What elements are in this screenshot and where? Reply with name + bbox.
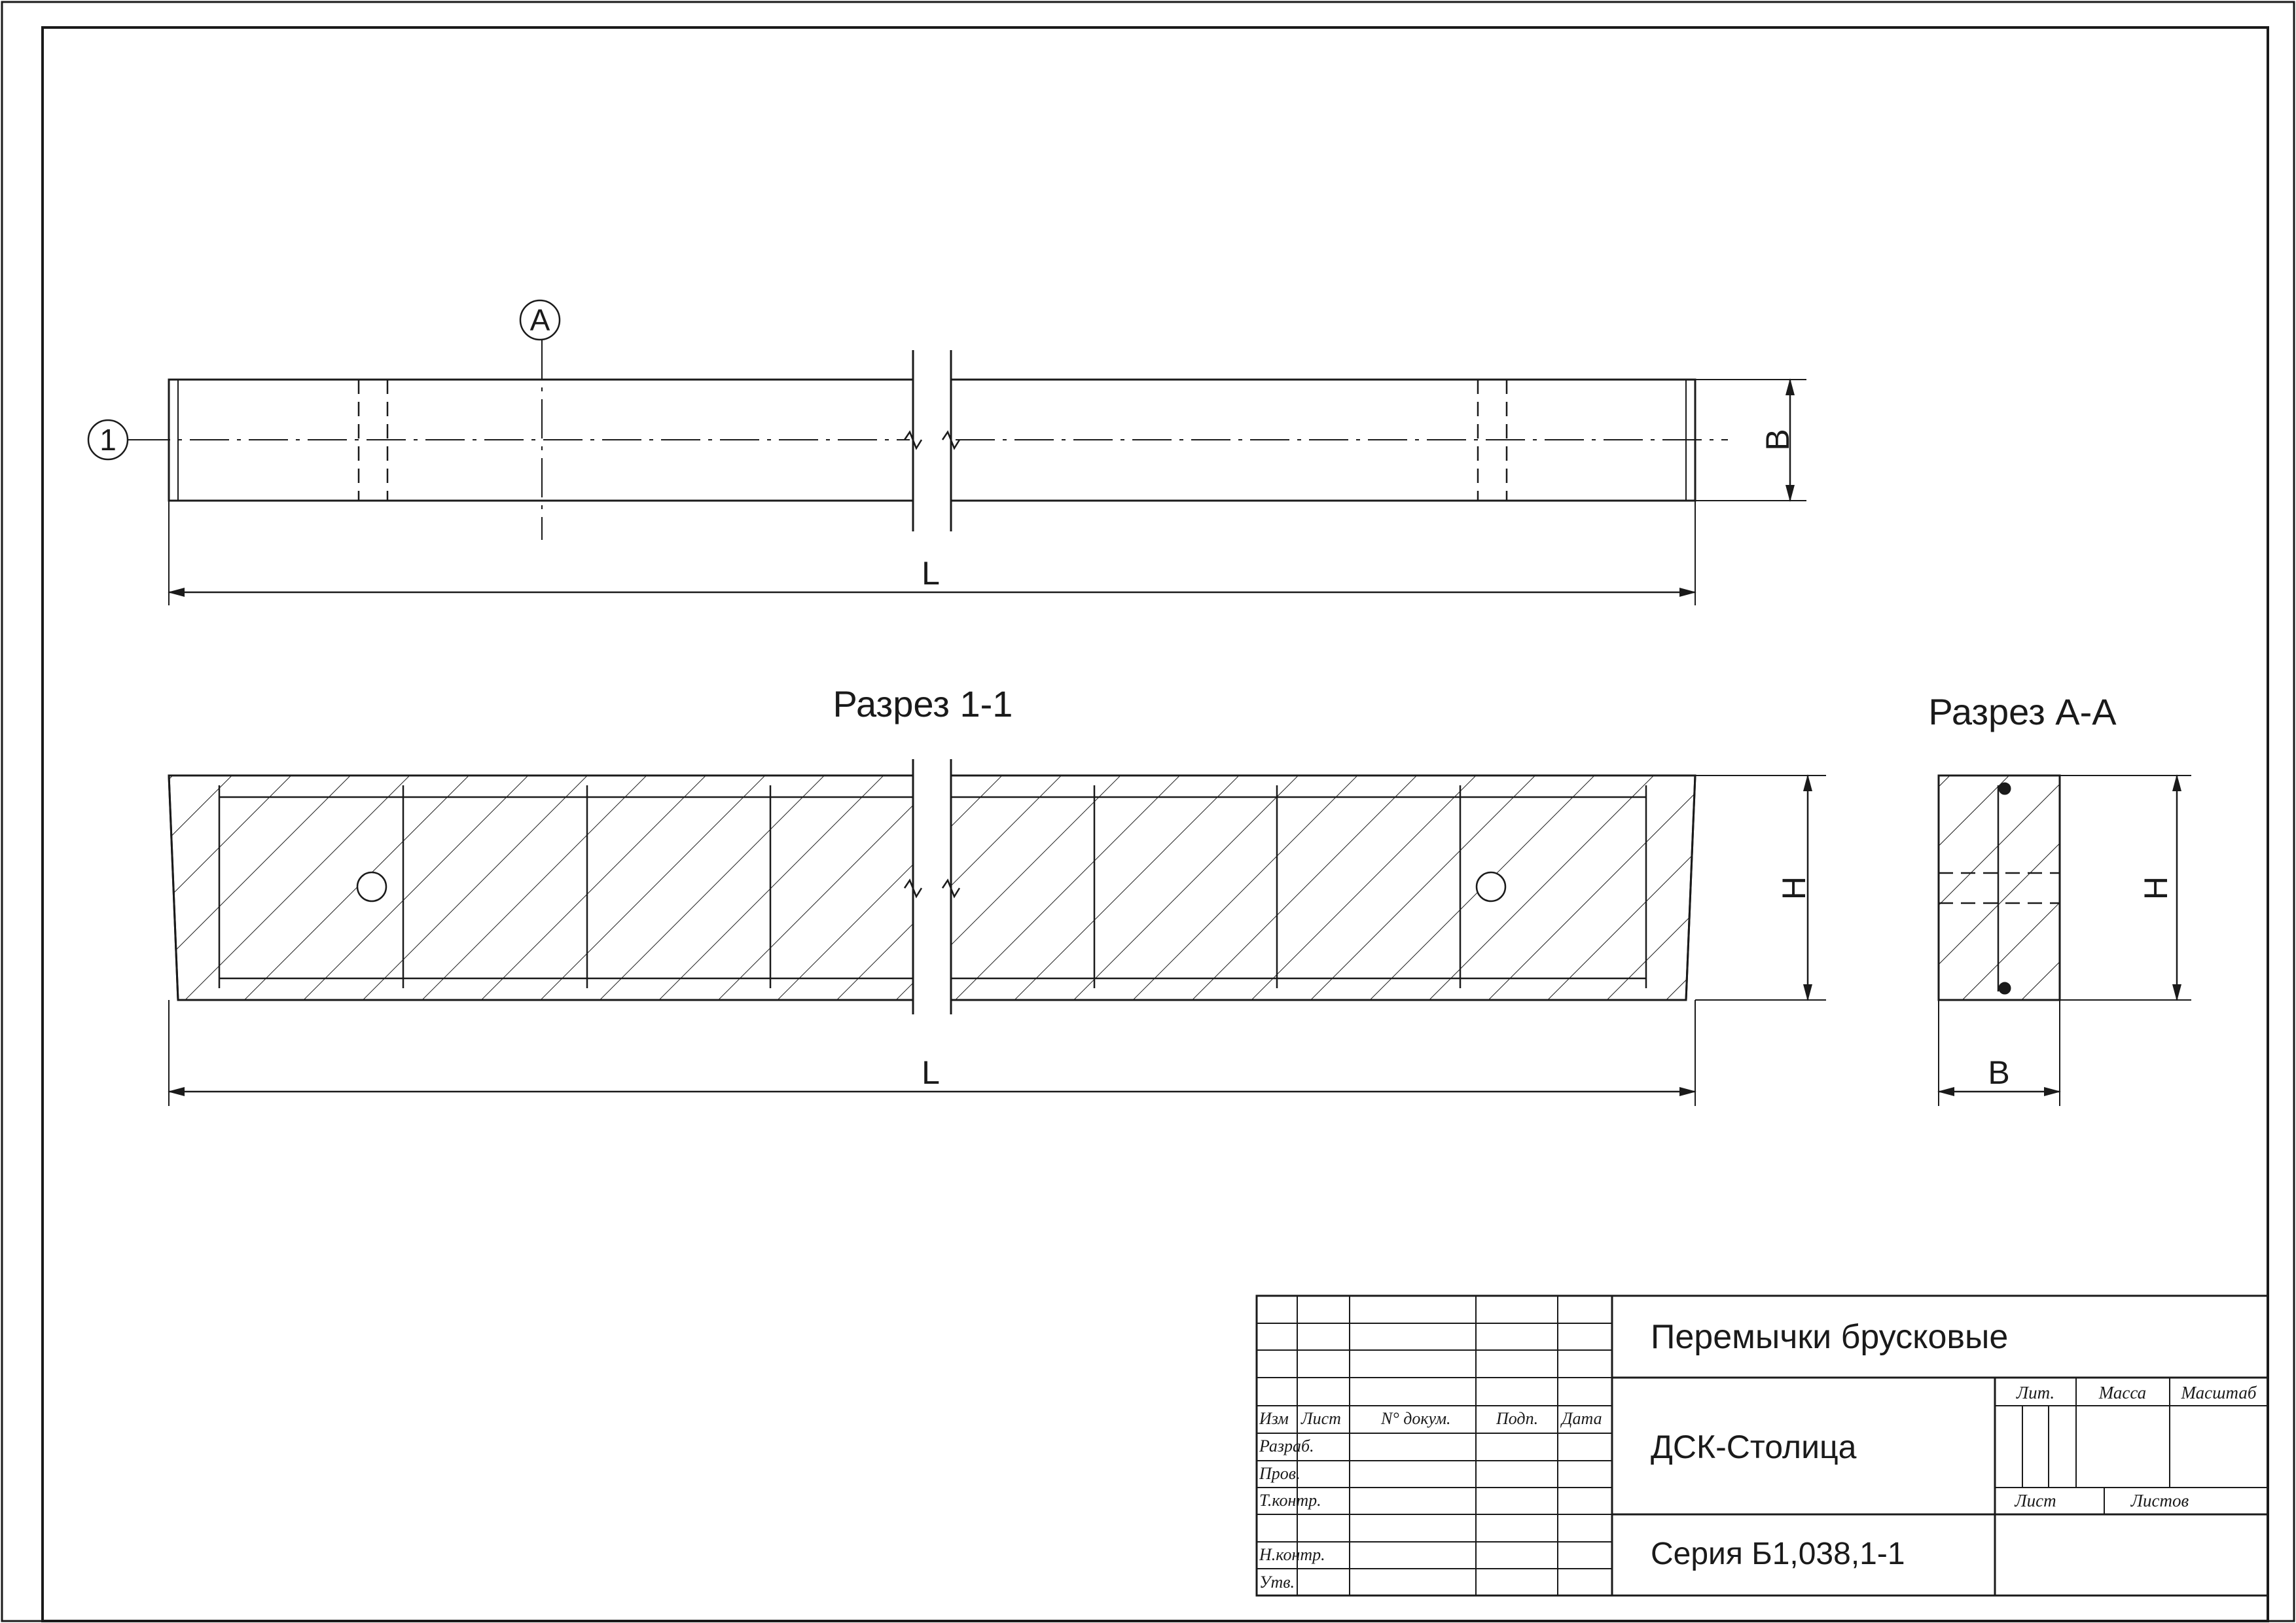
row-label-prov: Пров. <box>1259 1464 1300 1483</box>
row-label-nkontr: Н.контр. <box>1259 1545 1325 1564</box>
drawing-frame <box>41 26 2269 1622</box>
document-name: Перемычки брусковые <box>1651 1318 2008 1356</box>
axis-bubble-a <box>519 299 561 341</box>
col-label-list: Лист <box>1300 1409 1341 1428</box>
dim-label-h-aa: H <box>2138 876 2174 900</box>
dim-label-b-plan: B <box>1759 429 1796 450</box>
axis-label-a: A <box>530 303 550 337</box>
row-label-razrab: Разраб. <box>1259 1436 1314 1455</box>
section-1-1-title: Разрез 1-1 <box>833 683 1013 724</box>
dim-label-b-aa: B <box>1988 1054 2009 1091</box>
lifting-hole-right <box>1475 871 1507 902</box>
dim-label-h-section: H <box>1776 876 1812 900</box>
col-label-sign: Подп. <box>1496 1409 1538 1428</box>
section-a-a-title: Разрез А-А <box>1928 691 2117 732</box>
row-label-utv: Утв. <box>1259 1573 1295 1592</box>
title-block <box>1255 1294 2269 1597</box>
row-label-tkontr: Т.контр. <box>1259 1491 1321 1510</box>
section-1-1 <box>168 759 1826 1106</box>
organization-name: ДСК-Столица <box>1651 1429 1857 1465</box>
series-label: Серия Б1,038,1-1 <box>1651 1537 1905 1571</box>
scale-label: Масштаб <box>2181 1383 2257 1402</box>
sheet-label: Лист <box>2014 1491 2056 1510</box>
mass-label: Масса <box>2098 1383 2146 1402</box>
dim-label-l-section: L <box>922 1054 940 1091</box>
axis-label-1: 1 <box>99 423 117 457</box>
dim-label-l-plan: L <box>922 555 940 592</box>
section-a-a <box>1937 774 2191 1106</box>
plan-view <box>87 299 1806 605</box>
lifting-hole-left <box>356 871 387 902</box>
lit-label: Лит. <box>2016 1383 2054 1402</box>
sheets-label: Листов <box>2130 1491 2189 1510</box>
col-label-doc: N° докум. <box>1380 1409 1451 1428</box>
col-label-izm: Изм <box>1259 1409 1289 1428</box>
col-label-date: Дата <box>1560 1409 1602 1428</box>
